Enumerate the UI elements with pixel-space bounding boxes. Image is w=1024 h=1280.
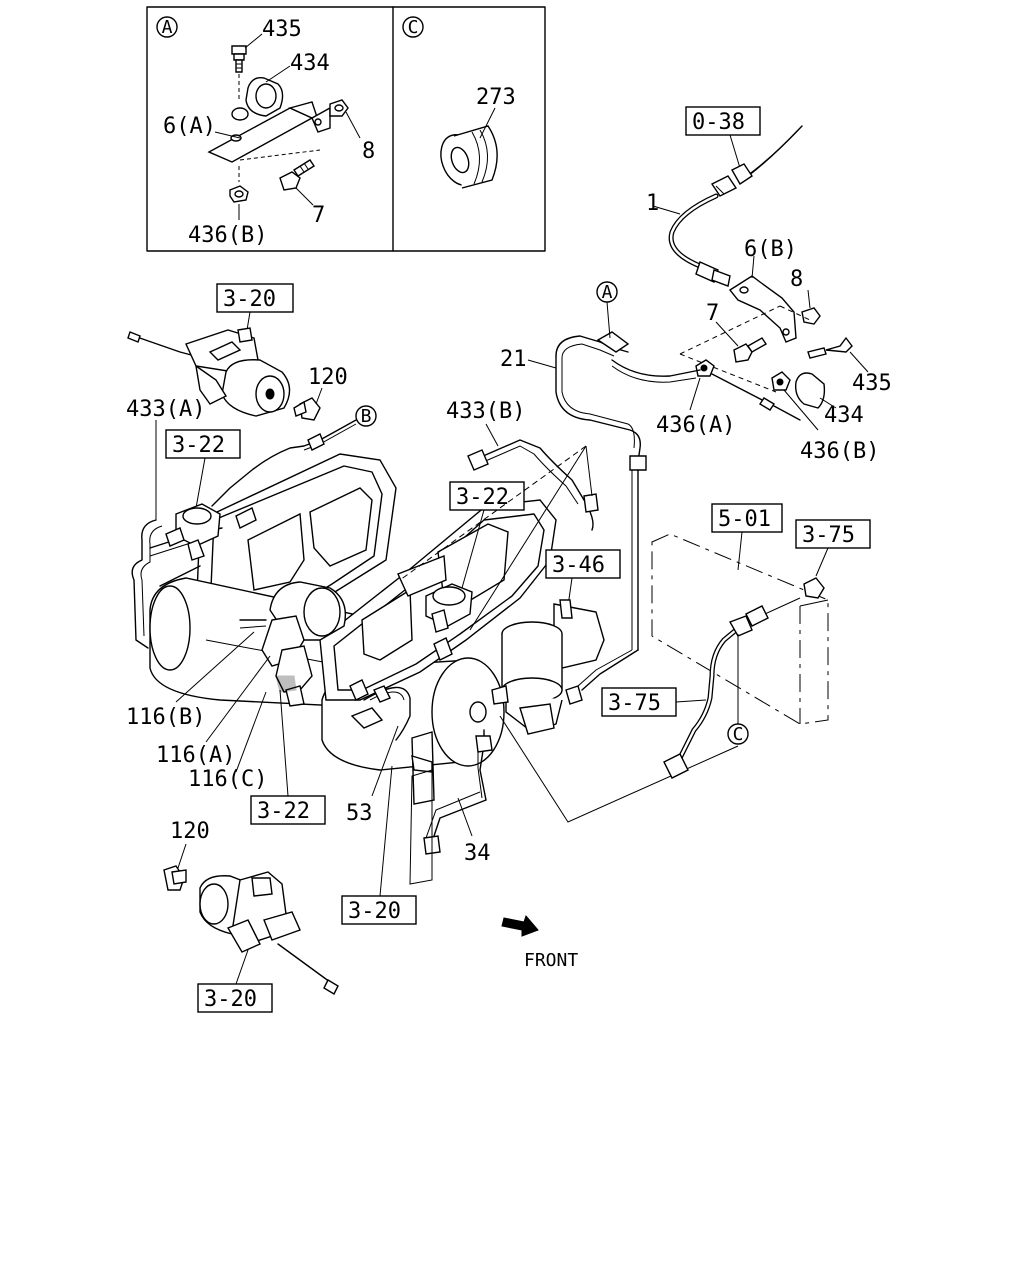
valve-middle xyxy=(425,583,473,661)
detail-a: A xyxy=(156,16,375,248)
part-6b: 6(B) xyxy=(744,237,797,262)
part-433b: 433(B) xyxy=(446,399,525,424)
detail-c-marker-circle xyxy=(402,16,424,38)
detail-a-part-435: 435 xyxy=(262,17,302,42)
line-433b: 433(B) xyxy=(399,399,599,631)
detail-a-part-434: 434 xyxy=(290,51,330,76)
ref-box-3-20-middle xyxy=(341,895,417,925)
ref-box-5-01 xyxy=(711,503,783,533)
ref-5-01: 5-01 xyxy=(718,507,771,532)
ref-3-46: 3-46 xyxy=(552,553,605,578)
part-34: 34 xyxy=(464,841,491,866)
detail-a-part-7: 7 xyxy=(312,203,325,228)
line-433a: B 433(A) xyxy=(126,397,377,520)
hose-3-75: 3-75 C xyxy=(601,605,769,779)
part-435: 435 xyxy=(852,371,892,396)
front-arrow-icon xyxy=(501,915,539,937)
bracket-6a-illustration xyxy=(207,101,331,163)
ref-box-3-20-top xyxy=(216,283,294,313)
ref-3-22-middle: 3-22 xyxy=(456,485,509,510)
marker-a: A xyxy=(602,282,613,303)
ref-box-0-38 xyxy=(685,106,761,136)
part-21: 21 xyxy=(500,347,527,372)
part-120-bottom: 120 xyxy=(170,819,210,844)
part-1: 1 xyxy=(646,191,659,216)
air-dryer: 3-46 xyxy=(491,549,621,735)
ref-3-22-left: 3-22 xyxy=(172,433,225,458)
ref-3-75-top: 3-75 xyxy=(802,523,855,548)
ref-box-3-75-top xyxy=(795,519,871,549)
part-53: 53 xyxy=(346,801,373,826)
pipe-21: 21 A xyxy=(500,281,701,471)
ref-box-3-46 xyxy=(545,549,621,579)
detail-c-part-273: 273 xyxy=(476,85,516,110)
frame-member: 5-01 3-75 xyxy=(651,503,871,725)
mid-fittings xyxy=(349,679,433,773)
detail-c-marker: C xyxy=(408,17,419,38)
detail-a-marker: A xyxy=(162,17,173,38)
valve-left xyxy=(165,503,221,561)
detail-a-part-8: 8 xyxy=(362,139,375,164)
pipe-34: 34 xyxy=(409,729,493,885)
part-8: 8 xyxy=(790,267,803,292)
part-436b: 436(B) xyxy=(800,439,879,464)
front-direction: FRONT xyxy=(501,915,578,971)
part-436a: 436(A) xyxy=(656,413,735,438)
detail-c: C 273 xyxy=(402,16,516,189)
part-433a: 433(A) xyxy=(126,397,205,422)
part-434: 434 xyxy=(824,403,864,428)
nut-8-illustration xyxy=(329,99,349,117)
front-label: FRONT xyxy=(524,950,578,971)
marker-b: B xyxy=(361,406,372,427)
solenoid-upper: 3-20 120 xyxy=(127,283,348,421)
detail-a-part-6a: 6(A) xyxy=(163,114,216,139)
ref-box-3-22-left xyxy=(165,429,241,459)
detail-a-part-436b: 436(B) xyxy=(188,223,267,248)
ref-box-3-22-bottom xyxy=(250,795,326,825)
bolt-435-illustration xyxy=(231,45,247,100)
detail-a-marker-circle xyxy=(156,16,178,38)
part-7: 7 xyxy=(706,301,719,326)
ref-3-20-middle: 3-20 xyxy=(348,899,401,924)
ref-3-22-bottom: 3-22 xyxy=(257,799,310,824)
washer-436b-illustration xyxy=(229,166,249,203)
part-120-top: 120 xyxy=(308,365,348,390)
hose-assembly-1: 0-38 1 6(B) 8 7 xyxy=(646,106,892,464)
marker-c: C xyxy=(733,724,744,745)
center-compressor xyxy=(239,581,347,707)
solenoid-lower: 120 3-20 xyxy=(163,819,339,1013)
ref-3-20-top: 3-20 xyxy=(223,287,276,312)
lower-labels: 116(B) 116(A) 116(C) 3-22 53 xyxy=(126,631,399,826)
part-116c: 116(C) xyxy=(188,767,267,792)
part-116b: 116(B) xyxy=(126,705,205,730)
ref-3-75-bottom: 3-75 xyxy=(608,691,661,716)
ref-0-38: 0-38 xyxy=(692,110,745,135)
grommet-273-illustration xyxy=(440,125,498,189)
detail-box xyxy=(146,6,546,252)
ref-box-3-20-bottom xyxy=(197,983,273,1013)
part-116a: 116(A) xyxy=(156,743,235,768)
bolt-7-illustration xyxy=(239,149,321,191)
marker-b-circle xyxy=(355,405,377,427)
ref-3-20-bottom: 3-20 xyxy=(204,987,257,1012)
ref-box-3-22-middle xyxy=(449,481,525,511)
rubber-434-illustration xyxy=(231,77,284,121)
